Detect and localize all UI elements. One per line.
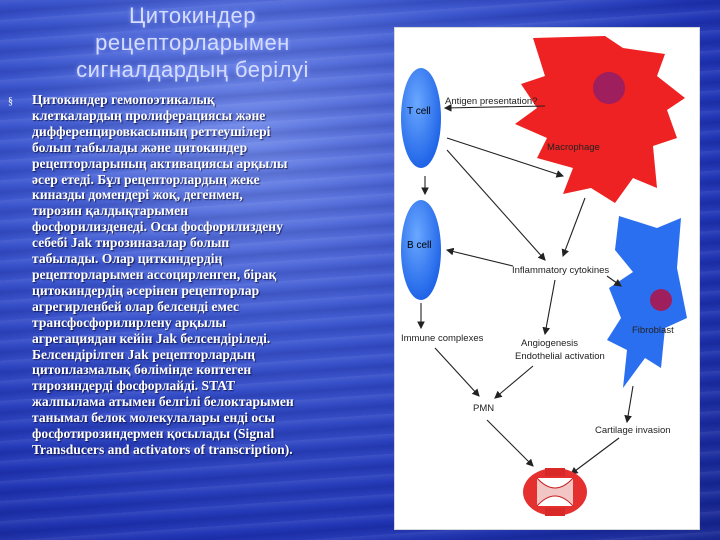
angiogenesis-label: Angiogenesis (521, 338, 578, 349)
body-line: тирозин қалдықтарымен (32, 203, 189, 219)
diagram-svg: T cell B cell Macrophage Fibroblast Anti… (401, 36, 687, 516)
macrophage-label: Macrophage (547, 142, 600, 153)
body-line: әсер етеді. Бұл рецепторлардың жеке (32, 171, 260, 187)
body-line: дифференцировкасының реттеушілері (32, 123, 271, 139)
arrow-cytokines-to-fibroblast (606, 275, 622, 287)
body-line: фосфорилизденеді. Осы фосфорилиздену (32, 219, 283, 235)
body-line: цитоплазмалық бөлімінде көптеген (32, 362, 252, 378)
immune-complexes-label: Immune complexes (401, 333, 484, 344)
antigen-presentation-label: Antigen presentation? (445, 96, 537, 107)
body-line: Transducers and activators of transcript… (32, 441, 293, 457)
fibroblast-nucleus (650, 289, 672, 311)
body-paragraph: Цитокиндер гемопоэтикалық клеткалардың п… (32, 92, 392, 458)
arrow-pmn-to-joint (486, 419, 534, 467)
bullet-icon: § (8, 96, 13, 107)
b-cell-shape (401, 200, 441, 300)
arrow-macrophage-to-tcell (443, 104, 546, 112)
title-line-1: Цитокиндер (129, 3, 256, 28)
cartilage-invasion-label: Cartilage invasion (595, 425, 671, 436)
arrow-macrophage-to-cytokines (561, 197, 586, 258)
body-line: трансфосфорилирлену арқылы (32, 314, 226, 330)
title-line-2: рецепторларымен (95, 30, 290, 55)
body-line: рецепторларымен ассоцирленген, бірақ (32, 266, 277, 282)
body-line: Цитокиндер гемопоэтикалық (32, 92, 215, 107)
arrow-cytokines-to-bcell (445, 247, 514, 267)
body-line: киназды домендері жоқ, дегенмен, (32, 187, 243, 203)
body-line: цитокиндердің әсерінен рецепторлар (32, 282, 260, 298)
fibroblast-label: Fibroblast (632, 325, 674, 336)
t-cell-label: T cell (407, 106, 431, 117)
fibroblast-shape (607, 216, 687, 388)
arrow-tcell-to-cytokines (446, 149, 546, 261)
arrow-immune-complexes-to-pmn (434, 347, 480, 397)
arrow-endothelial-to-pmn (494, 365, 534, 399)
body-line: рецепторларының активациясы арқылы (32, 155, 288, 171)
macrophage-nucleus (593, 72, 625, 104)
cytokine-diagram: T cell B cell Macrophage Fibroblast Anti… (394, 27, 700, 530)
body-line: агрегациядан кейін Jak белсендіріледі. (32, 330, 271, 346)
arrow-tcell-to-macrophage (446, 137, 565, 178)
arrow-cytokines-to-angiogenesis (542, 279, 556, 336)
title-line-3: сигналдардың берілуі (76, 57, 309, 82)
endothelial-activation-label: Endothelial activation (515, 351, 605, 362)
body-line: Белсендірілген Jak рецепторлардың (32, 346, 256, 362)
arrow-fibroblast-to-cartilage (624, 385, 634, 424)
body-line: фосфотирозиндермен қосылады (Signal (32, 426, 275, 442)
body-line: тирозиндерді фосфорлайді. STAT (32, 378, 236, 394)
arrow-cartilage-to-joint (570, 437, 620, 475)
body-line: танымал белок молекулалары енді осы (32, 410, 275, 426)
body-line: жалпылама атымен белгілі белоктарымен (32, 394, 294, 410)
slide-title: Цитокиндер рецепторларымен сигналдардың … (20, 2, 365, 83)
body-line: клеткалардың пролиферациясы және (32, 107, 266, 123)
body-line: болып табылады және цитокиндер (32, 139, 248, 155)
macrophage-shape (515, 36, 685, 203)
t-cell-shape (401, 68, 441, 168)
inflammatory-cytokines-label: Inflammatory cytokines (512, 265, 609, 276)
joint-icon (523, 468, 587, 516)
body-line: себебі Jak тирозиназалар болып (32, 235, 230, 251)
b-cell-label: B cell (407, 240, 431, 251)
body-line: табылады. Олар циткиндердің (32, 251, 223, 267)
body-line: агрегирленбей олар белсенді емес (32, 298, 240, 314)
pmn-label: PMN (473, 403, 494, 414)
